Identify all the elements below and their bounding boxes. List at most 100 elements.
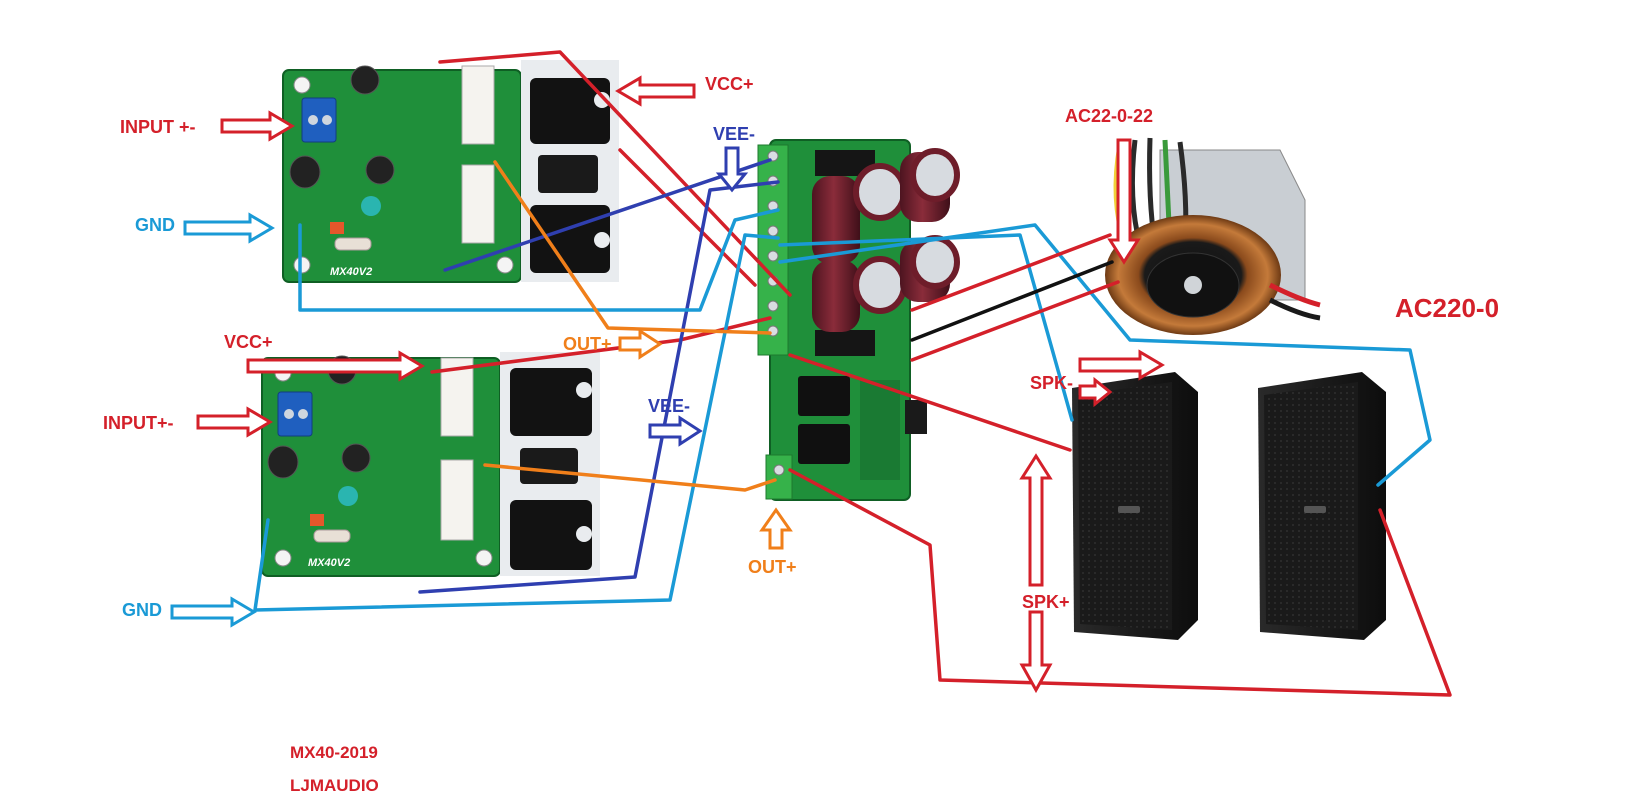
wire-spk-plus-left: [788, 353, 1072, 452]
wire-vee-bottom: [418, 180, 780, 594]
label-out-top: OUT+: [563, 334, 612, 354]
wire-gnd-bottom: [253, 233, 780, 612]
arrow-out-top: [618, 328, 663, 360]
filter-capacitor: [812, 260, 860, 332]
arrow-gnd-bottom: [170, 596, 257, 628]
label-gnd-bottom: GND: [122, 600, 162, 620]
capacitor: [289, 155, 321, 189]
mains-lead-black: [1268, 297, 1321, 321]
mount-hole: [293, 256, 311, 274]
resistor: [313, 529, 351, 543]
amp-board-top: MX40V2: [282, 60, 619, 283]
power-resistor: [440, 459, 474, 541]
labels: INPUT +- INPUT+- GND GND VCC+ VCC+ VEE- …: [103, 74, 1499, 795]
wire-vee-top: [443, 158, 772, 272]
arrow-input-bottom: [196, 406, 273, 438]
power-resistor: [461, 65, 495, 145]
transistor-bottom-3: [510, 500, 592, 570]
arrow-spk-minus: [1078, 349, 1165, 381]
wire-vcc-top-2: [618, 148, 757, 287]
arrow-vee-top: [715, 146, 749, 193]
transistor-top-2: [538, 155, 598, 193]
arrow-vee-bottom: [648, 415, 703, 447]
arrow-vcc-bottom: [246, 350, 425, 382]
terminal-screw: [322, 115, 332, 125]
power-supply-board: [757, 139, 960, 501]
mount-hole: [475, 549, 493, 567]
capacitor: [341, 443, 371, 473]
wire-spk-plus-right: [788, 468, 1452, 697]
filter-capacitor-top: [910, 148, 960, 202]
input-terminal-block-top: [301, 97, 337, 143]
label-vee-bottom: VEE-: [648, 396, 690, 416]
wire-gnd-top: [298, 208, 780, 312]
amp-board-top-silkscreen: MX40V2: [330, 266, 372, 278]
mount-hole: [496, 256, 514, 274]
power-resistor: [461, 164, 495, 244]
wire-out-top: [493, 160, 772, 335]
arrow-spk-plus-down: [1019, 610, 1053, 694]
label-input-top: INPUT +-: [120, 117, 196, 137]
label-input-bottom: INPUT+-: [103, 413, 174, 433]
transistor-top-1: [530, 78, 610, 144]
wire-vcc-top: [438, 50, 792, 297]
filter-capacitor-top: [853, 256, 907, 314]
capacitor: [365, 155, 395, 185]
arrow-vcc-top: [615, 75, 696, 107]
arrow-input-top: [220, 110, 295, 142]
input-terminal-block-bottom: [277, 391, 313, 437]
arrow-spk-plus-up: [1019, 453, 1053, 587]
label-ac-mains: AC220-0: [1395, 293, 1499, 323]
toroidal-transformer: [1105, 137, 1321, 335]
relay: [798, 376, 850, 416]
label-out-bottom: OUT+: [748, 557, 797, 577]
speaker-left-logo: [1118, 506, 1140, 513]
resistor: [334, 237, 372, 251]
amp-board-bottom-silkscreen: MX40V2: [308, 557, 350, 569]
label-gnd-top: GND: [135, 215, 175, 235]
speaker-left: [1072, 372, 1198, 640]
label-vcc-top: VCC+: [705, 74, 754, 94]
transistor-hole: [594, 232, 610, 248]
terminal-strip: [765, 454, 793, 500]
tantalum-capacitor: [310, 514, 324, 526]
capacitor: [350, 65, 380, 95]
protection-circuit: [860, 380, 900, 480]
terminal-screw: [284, 409, 294, 419]
relay: [798, 424, 850, 464]
filter-capacitor-top: [910, 235, 960, 289]
wire-ac-red-1: [910, 233, 1112, 312]
arrow-out-bottom: [759, 507, 793, 550]
mains-lead-red: [1268, 282, 1321, 308]
mount-hole: [293, 76, 311, 94]
speaker-right: [1258, 372, 1386, 640]
wire-ac-red-2: [910, 280, 1120, 362]
toroid-bolt: [1184, 276, 1202, 294]
transistor-bottom-1: [510, 368, 592, 436]
label-brand: LJMAUDIO: [290, 776, 379, 795]
ceramic-capacitor: [338, 486, 358, 506]
capacitor: [267, 445, 299, 479]
wires: [253, 50, 1452, 697]
arrow-gnd-top: [183, 212, 275, 244]
label-model: MX40-2019: [290, 743, 378, 762]
terminal-screw: [773, 464, 785, 476]
label-vcc-bottom: VCC+: [224, 332, 273, 352]
label-vee-top: VEE-: [713, 124, 755, 144]
amp-board-bottom: MX40V2: [261, 352, 600, 577]
wire-spk-gnd-right: [778, 223, 1432, 487]
ceramic-capacitor: [361, 196, 381, 216]
wire-ac-black: [910, 260, 1114, 342]
transistor-bottom-2: [520, 448, 578, 484]
arrows: [170, 75, 1165, 694]
arrow-spk-minus-small: [1078, 376, 1113, 408]
terminal-screw: [298, 409, 308, 419]
transistor-hole: [576, 382, 592, 398]
transistor-hole: [576, 526, 592, 542]
arrow-ac-secondary: [1107, 138, 1141, 265]
tantalum-capacitor: [330, 222, 344, 234]
mount-hole: [274, 549, 292, 567]
terminal-screw: [308, 115, 318, 125]
label-spk-plus: SPK+: [1022, 592, 1070, 612]
